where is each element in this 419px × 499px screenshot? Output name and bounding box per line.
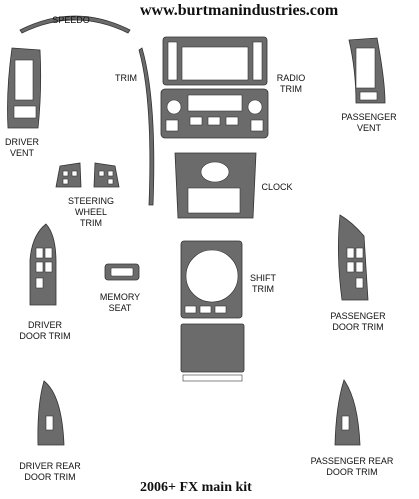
label-passenger-rear-door-trim: PASSENGER REAR DOOR TRIM — [310, 456, 394, 477]
passenger-rear-door-trim-part — [334, 379, 361, 446]
shift-trim-part — [180, 240, 243, 319]
radio-trim-lower-part — [160, 88, 269, 139]
label-passenger-vent: PASSENGER VENT — [341, 112, 397, 133]
shift-trim-lower-part — [180, 323, 245, 382]
label-driver-door-trim: DRIVER DOOR TRIM — [19, 320, 71, 341]
footer-title: 2006+ FX main kit — [140, 480, 252, 495]
label-shift-trim: SHIFT TRIM — [250, 273, 276, 294]
radio-trim-upper-part — [162, 36, 268, 86]
trim-part — [138, 47, 155, 206]
memory-seat-part — [104, 263, 140, 281]
label-driver-rear-door-trim: DRIVER REAR DOOR TRIM — [19, 461, 81, 482]
label-steering-wheel-trim: STEERING WHEEL TRIM — [67, 196, 114, 228]
driver-door-trim-part — [29, 223, 57, 306]
passenger-vent-part — [348, 37, 386, 104]
driver-vent-part — [7, 47, 42, 129]
label-passenger-door-trim: PASSENGER DOOR TRIM — [330, 311, 386, 332]
label-memory-seat: MEMORY SEAT — [99, 292, 141, 313]
label-trim: TRIM — [115, 73, 137, 83]
passenger-door-trim-part — [338, 214, 369, 301]
label-clock: CLOCK — [261, 182, 293, 192]
label-driver-vent: DRIVER VENT — [4, 137, 39, 158]
speedo-part — [19, 15, 131, 34]
label-speedo: SPEEDO — [52, 15, 90, 25]
label-radio-trim: RADIO TRIM — [276, 73, 306, 94]
steering-wheel-trim-parts — [55, 162, 120, 188]
clock-part — [174, 152, 257, 219]
website-url[interactable]: www.burtmanindustries.com — [140, 2, 339, 19]
driver-rear-door-trim-part — [37, 380, 65, 446]
